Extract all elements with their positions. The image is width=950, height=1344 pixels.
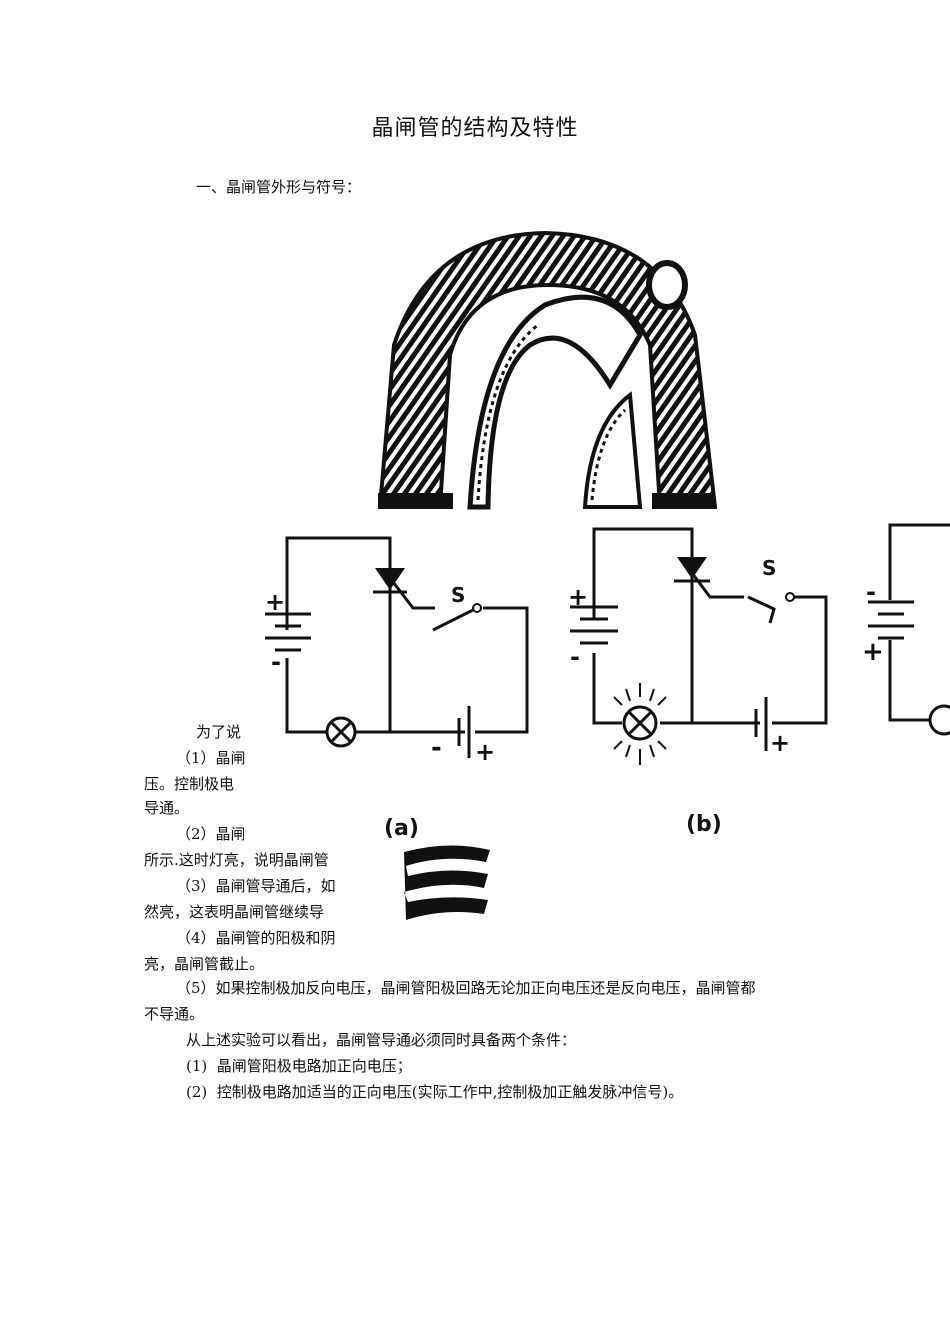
minus-label-a2: - — [431, 733, 442, 763]
condition-1-number: (1) — [186, 1057, 208, 1075]
item2-line1: （2）晶闸 — [176, 825, 244, 843]
item3-line1: （3）晶闸管导通后，如 — [176, 877, 336, 895]
plus-label-a1: + — [265, 588, 285, 616]
circuit-c-diagram-partial: - + — [862, 523, 950, 736]
caption-b: (b) — [686, 812, 722, 837]
item1-line2: 压。控制极电 — [144, 775, 235, 793]
item4-line2: 亮，晶闸管截止。 — [144, 955, 265, 973]
switch-label-a: S — [451, 583, 465, 607]
condition-2-number: (2) — [186, 1083, 208, 1101]
circuit-b-diagram: S + - + — [568, 527, 828, 765]
item4-line1: （4）晶闸管的阳极和阴 — [176, 929, 336, 947]
item1-line3: 导通。 — [144, 799, 190, 817]
item5-line2: 不导通。 — [144, 1005, 205, 1023]
scribble-mark — [404, 845, 490, 920]
condition-1-text: 晶闸管阳极电路加正向电压； — [216, 1057, 412, 1075]
item5-line1: （5）如果控制极加反向电压，晶闸管阳极回路无论加正向电压还是反向电压，晶闸管都 — [176, 979, 756, 997]
minus-label-c: - — [866, 578, 876, 606]
thyristor-appearance-image — [377, 230, 718, 510]
condition-1: (1) 晶闸管阳极电路加正向电压； — [186, 1054, 412, 1078]
item1-line1: （1）晶闸 — [176, 749, 246, 767]
circuit-a-diagram: S + - - + — [265, 536, 529, 766]
switch-label-b: S — [762, 556, 776, 580]
section-heading: 一、晶闸管外形与符号： — [196, 178, 362, 196]
plus-label-c: + — [862, 637, 884, 667]
plus-label-a2: + — [475, 738, 495, 766]
intro-fragment: 为了说 — [196, 723, 242, 741]
minus-label-a1: - — [271, 648, 281, 676]
item3-line2: 然亮，这表明晶闸管继续导 — [144, 903, 325, 921]
item2-line2: 所示.这时灯亮，说明晶闸管 — [144, 851, 329, 869]
condition-2-text: 控制极电路加适当的正向电压(实际工作中,控制极加正触发脉冲信号)。 — [216, 1083, 684, 1101]
minus-label-b1: - — [570, 643, 580, 671]
plus-label-b1: + — [568, 583, 588, 611]
condition-2: (2) 控制极电路加适当的正向电压(实际工作中,控制极加正触发脉冲信号)。 — [186, 1080, 683, 1104]
page-title: 晶闸管的结构及特性 — [371, 116, 579, 141]
caption-a: (a) — [384, 816, 419, 841]
conclusion-text: 从上述实验可以看出，晶闸管导通必须同时具备两个条件： — [186, 1031, 577, 1049]
plus-label-b2: + — [770, 729, 790, 757]
